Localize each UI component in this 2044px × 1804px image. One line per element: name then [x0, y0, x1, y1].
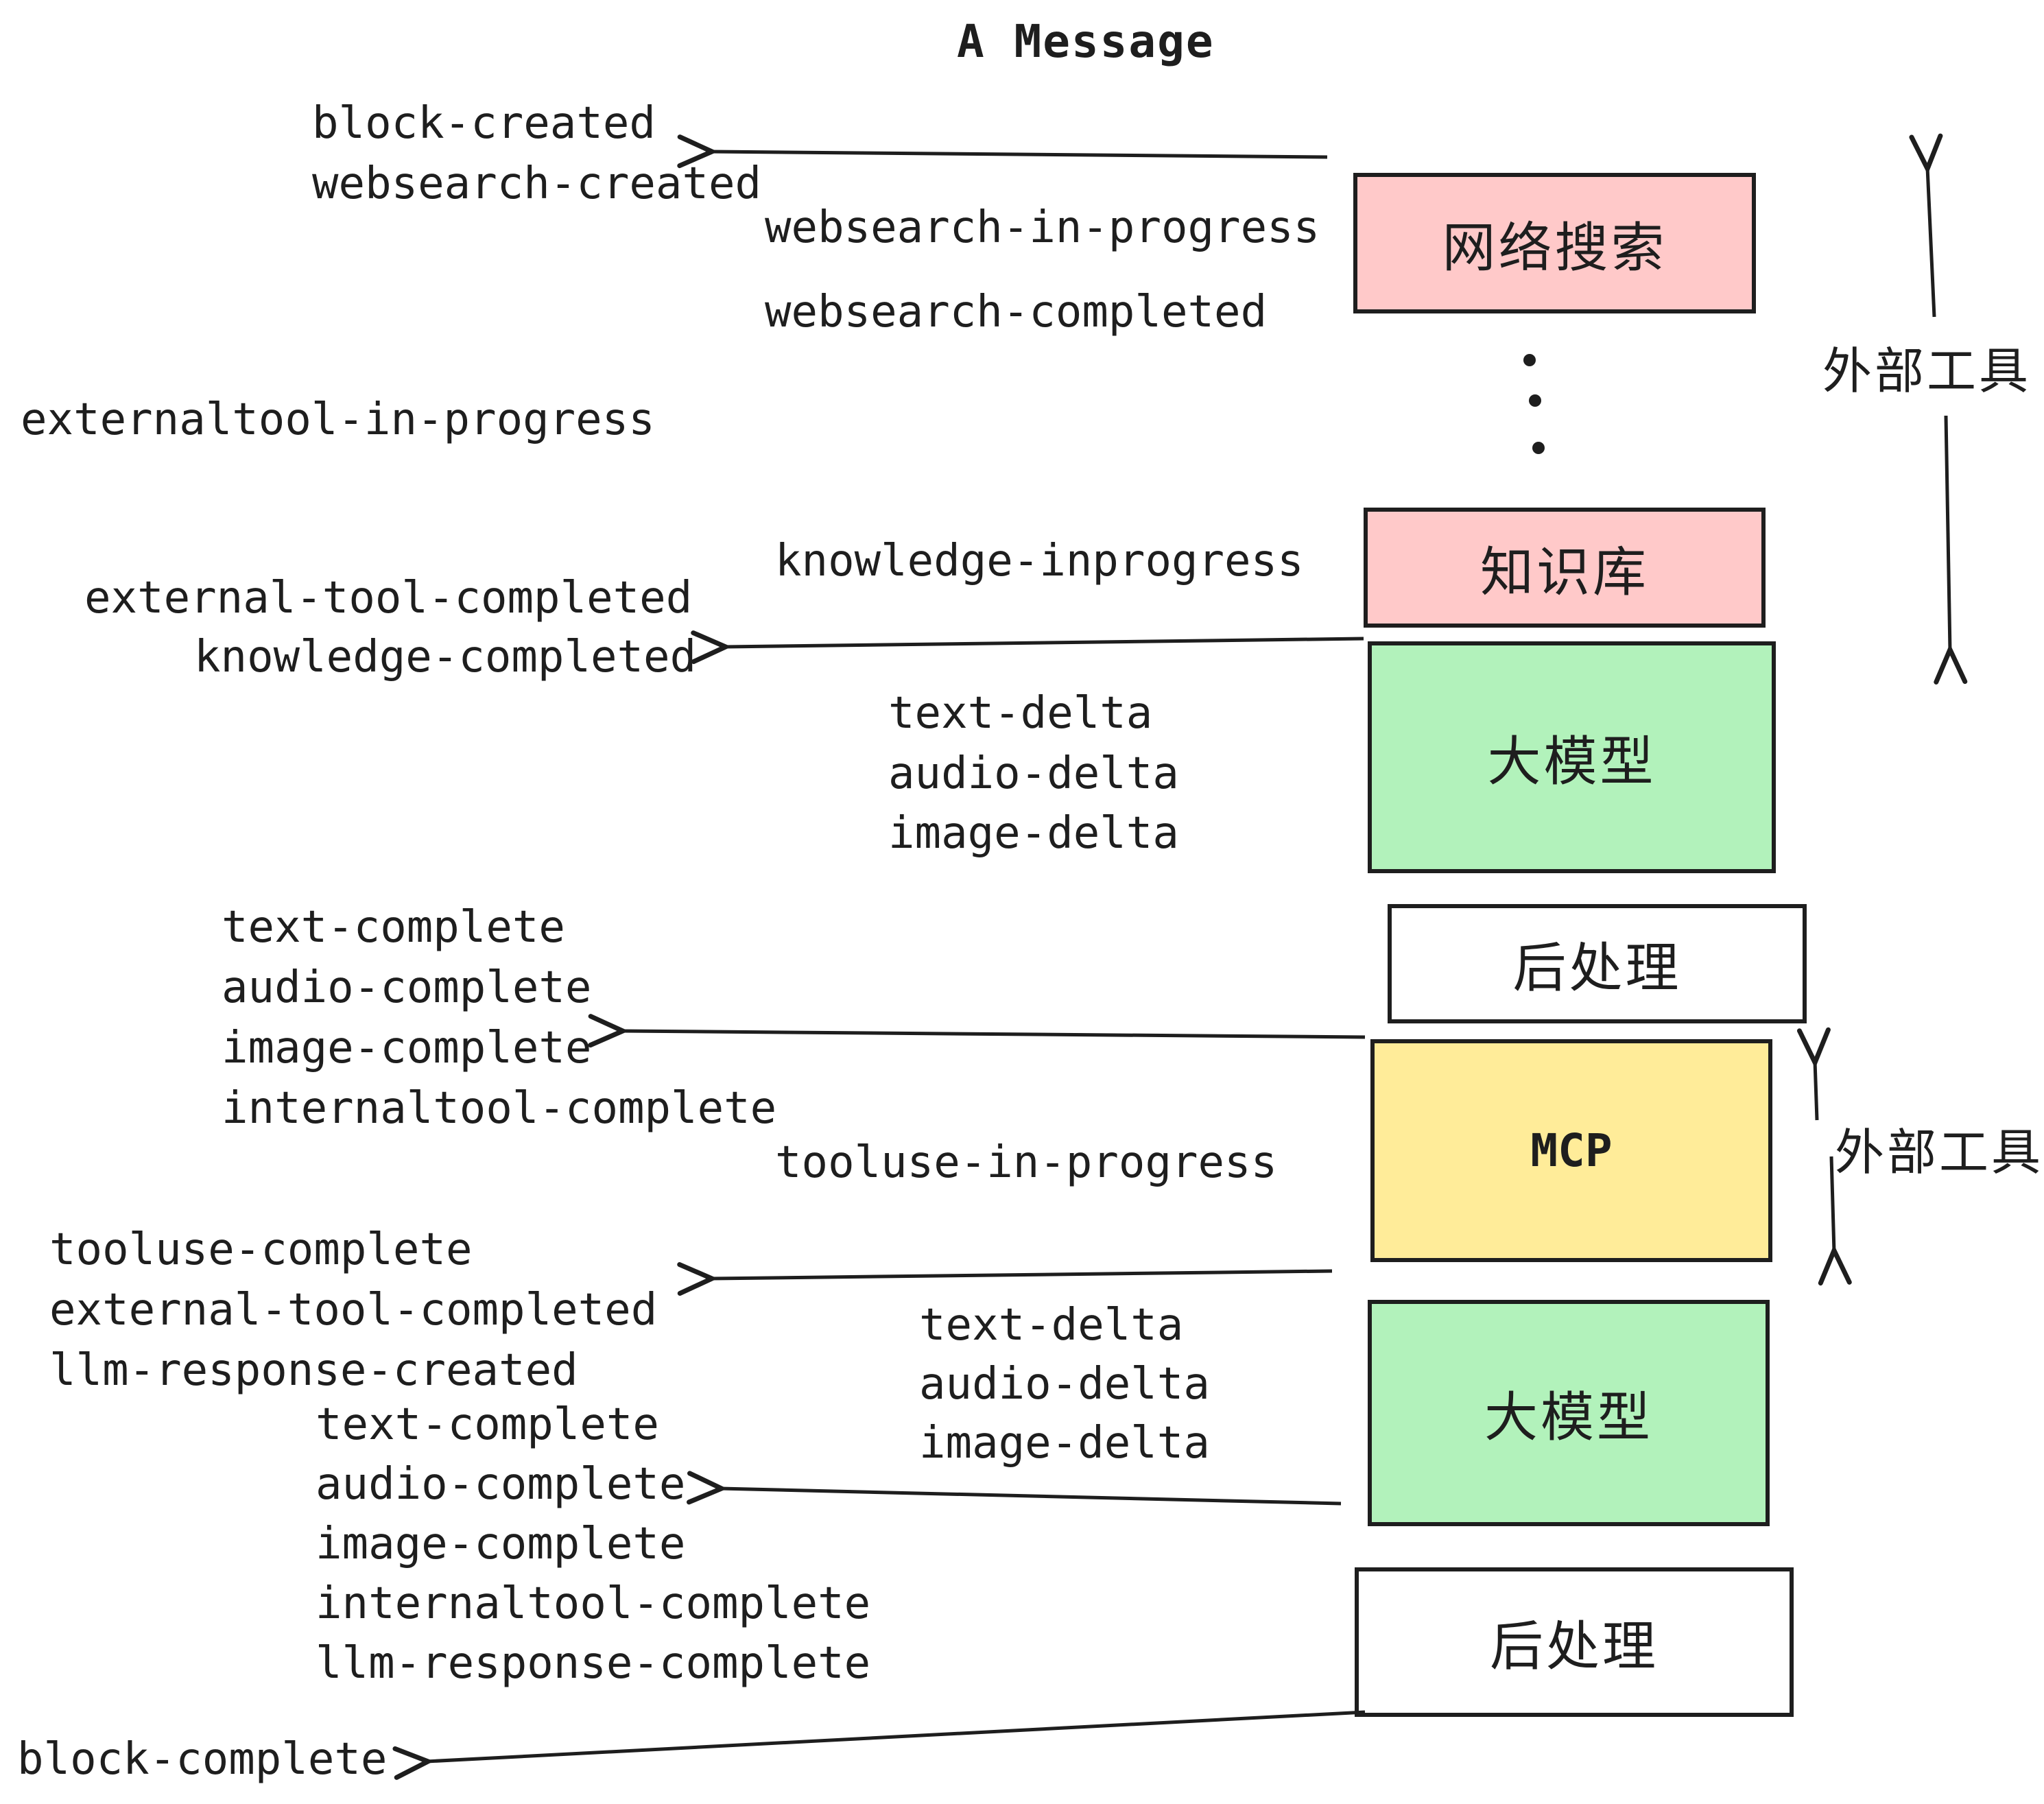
external-tools-label-2: 外部工具	[1835, 1126, 2044, 1180]
box-knowledge: 知识库	[1364, 508, 1766, 628]
arrow-websearch-created	[711, 152, 1328, 157]
event-block-complete: block-complete	[17, 1734, 388, 1785]
arrow-internal-complete-1	[621, 1031, 1366, 1037]
event-audio-delta-2: audio-delta	[919, 1359, 1210, 1410]
diagram-title: A Message	[957, 15, 1215, 68]
event-block-created: block-created	[312, 98, 656, 149]
box-llm-2: 大模型	[1368, 1300, 1770, 1526]
arrow-external-2-down	[1831, 1156, 1834, 1252]
arrow-block-complete	[427, 1710, 1366, 1761]
arrow-tooluse-complete	[711, 1271, 1333, 1279]
event-llm-response-created: llm-response-created	[49, 1345, 578, 1396]
arrow-external-2-up	[1815, 1061, 1817, 1121]
event-image-delta-2: image-delta	[919, 1418, 1210, 1469]
event-internaltool-complete-2: internaltool-complete	[316, 1578, 871, 1629]
box-websearch: 网络搜索	[1353, 173, 1756, 313]
event-external-tool-completed: external-tool-completed	[84, 573, 693, 624]
box-postprocess-2: 后处理	[1355, 1567, 1794, 1717]
event-websearch-completed: websearch-completed	[765, 287, 1268, 337]
box-llm-1: 大模型	[1368, 641, 1776, 873]
ellipsis-dot-2	[1529, 394, 1541, 407]
external-tools-label-1: 外部工具	[1822, 344, 2032, 399]
event-internaltool-complete-1: internaltool-complete	[222, 1083, 777, 1134]
event-text-complete-1: text-complete	[222, 902, 565, 953]
box-llm-1-label: 大模型	[1487, 731, 1656, 792]
arrow-complete-2	[720, 1488, 1342, 1506]
event-image-complete-1: image-complete	[222, 1023, 592, 1073]
box-postprocess-1: 后处理	[1388, 904, 1807, 1023]
event-audio-delta-1: audio-delta	[888, 748, 1179, 799]
box-llm-2-label: 大模型	[1484, 1387, 1653, 1447]
event-knowledge-completed: knowledge-completed	[194, 632, 697, 683]
event-text-delta-2: text-delta	[919, 1300, 1184, 1351]
event-audio-complete-2: audio-complete	[316, 1459, 686, 1510]
event-tooluse-complete: tooluse-complete	[49, 1224, 473, 1275]
arrow-external-1-down	[1946, 415, 1950, 651]
box-mcp-label: MCP	[1530, 1124, 1613, 1177]
event-audio-complete-1: audio-complete	[222, 962, 592, 1013]
event-external-tool-completed-2: external-tool-completed	[49, 1285, 658, 1336]
event-externaltool-in-progress: externaltool-in-progress	[21, 394, 655, 445]
event-text-complete-2: text-complete	[316, 1399, 659, 1450]
event-websearch-in-progress: websearch-in-progress	[765, 202, 1320, 253]
ellipsis-dot-1	[1523, 354, 1536, 366]
event-llm-response-complete: llm-response-complete	[316, 1638, 871, 1689]
event-tooluse-in-progress: tooluse-in-progress	[775, 1137, 1278, 1188]
box-knowledge-label: 知识库	[1479, 541, 1649, 602]
arrow-knowledge-completed	[724, 639, 1364, 647]
event-image-delta-1: image-delta	[888, 808, 1179, 859]
ellipsis-dot-3	[1532, 442, 1545, 454]
event-image-complete-2: image-complete	[316, 1519, 686, 1569]
arrow-external-1-up	[1927, 167, 1934, 318]
event-text-delta-1: text-delta	[888, 688, 1153, 739]
box-websearch-label: 网络搜索	[1442, 217, 1667, 278]
box-postprocess-2-label: 后处理	[1489, 1616, 1659, 1676]
event-knowledge-inprogress: knowledge-inprogress	[775, 536, 1304, 586]
box-postprocess-1-label: 后处理	[1512, 938, 1682, 998]
box-mcp: MCP	[1370, 1039, 1772, 1262]
